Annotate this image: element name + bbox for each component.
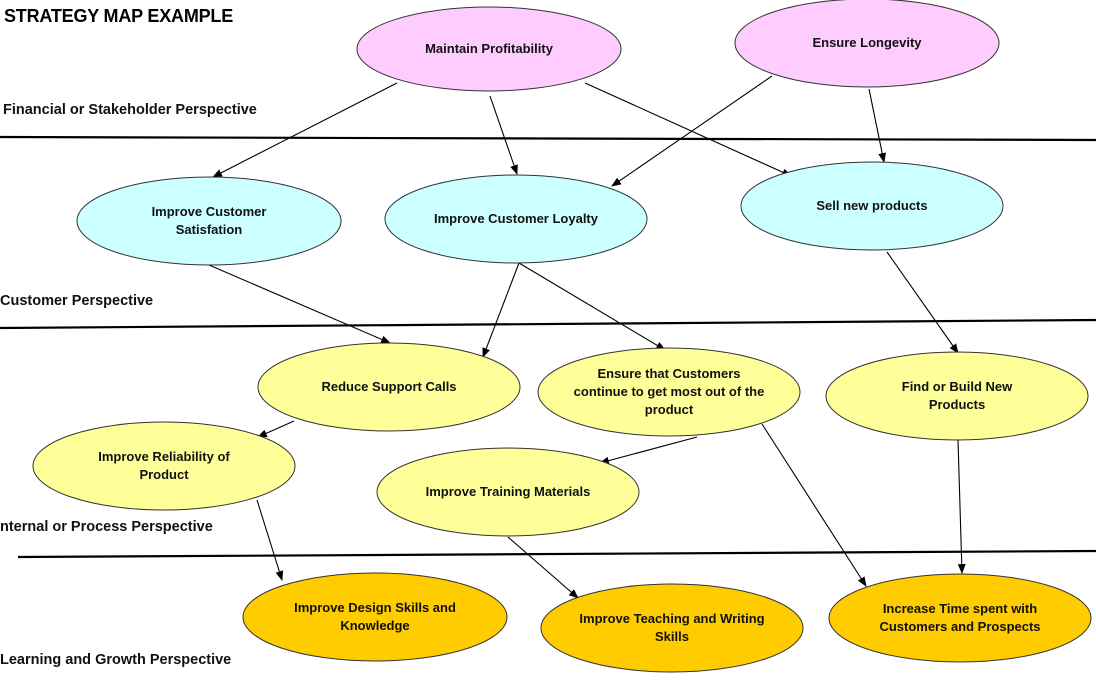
edge-arrow-reliability-to-design_skills [256, 499, 284, 581]
edge-arrow-longevity-to-loyalty [611, 75, 773, 187]
edge-arrow-loyalty-to-support_calls [482, 262, 520, 358]
perspective-divider [0, 135, 1096, 142]
node-longevity[interactable] [734, 0, 1000, 88]
perspective-label-learning: Learning and Growth Perspective [0, 652, 232, 668]
node-get-most[interactable] [537, 347, 801, 437]
node-design-skills[interactable] [242, 572, 508, 662]
edge-arrow-training-to-teaching [507, 536, 579, 599]
perspective-divider [17, 549, 1096, 559]
page-title: STRATEGY MAP EXAMPLE [4, 6, 234, 26]
node-sell-new[interactable] [740, 161, 1004, 251]
node-teaching[interactable] [540, 583, 804, 673]
edge-arrow-longevity-to-sell_new [868, 88, 887, 163]
node-reliability[interactable] [32, 421, 296, 511]
perspective-label-customer: Customer Perspective [0, 293, 154, 309]
node-satisfaction[interactable] [76, 176, 342, 266]
node-support-calls[interactable] [257, 342, 521, 432]
node-loyalty[interactable] [384, 174, 648, 264]
edge-arrow-profitability-to-loyalty [489, 95, 518, 175]
edge-arrow-get_most-to-training [599, 436, 698, 465]
edge-arrow-get_most-to-time_customers [761, 423, 867, 587]
edge-arrow-profitability-to-satisfaction [212, 82, 398, 178]
perspective-divider [0, 318, 1096, 330]
edge-arrow-loyalty-to-get_most [518, 262, 666, 351]
perspective-label-financial: Financial or Stakeholder Perspective [3, 102, 257, 118]
perspective-label-internal: nternal or Process Perspective [0, 519, 213, 535]
node-time-customers[interactable] [828, 573, 1092, 663]
node-training[interactable] [376, 447, 640, 537]
node-build-new[interactable] [825, 351, 1089, 441]
node-profitability[interactable] [356, 6, 622, 92]
edge-arrow-satisfaction-to-support_calls [208, 264, 391, 344]
edge-arrow-sell_new-to-build_new [886, 251, 959, 354]
edge-arrow-profitability-to-sell_new [584, 82, 792, 177]
edge-arrow-support_calls-to-reliability [257, 420, 295, 438]
edge-arrow-build_new-to-time_customers [957, 439, 966, 574]
